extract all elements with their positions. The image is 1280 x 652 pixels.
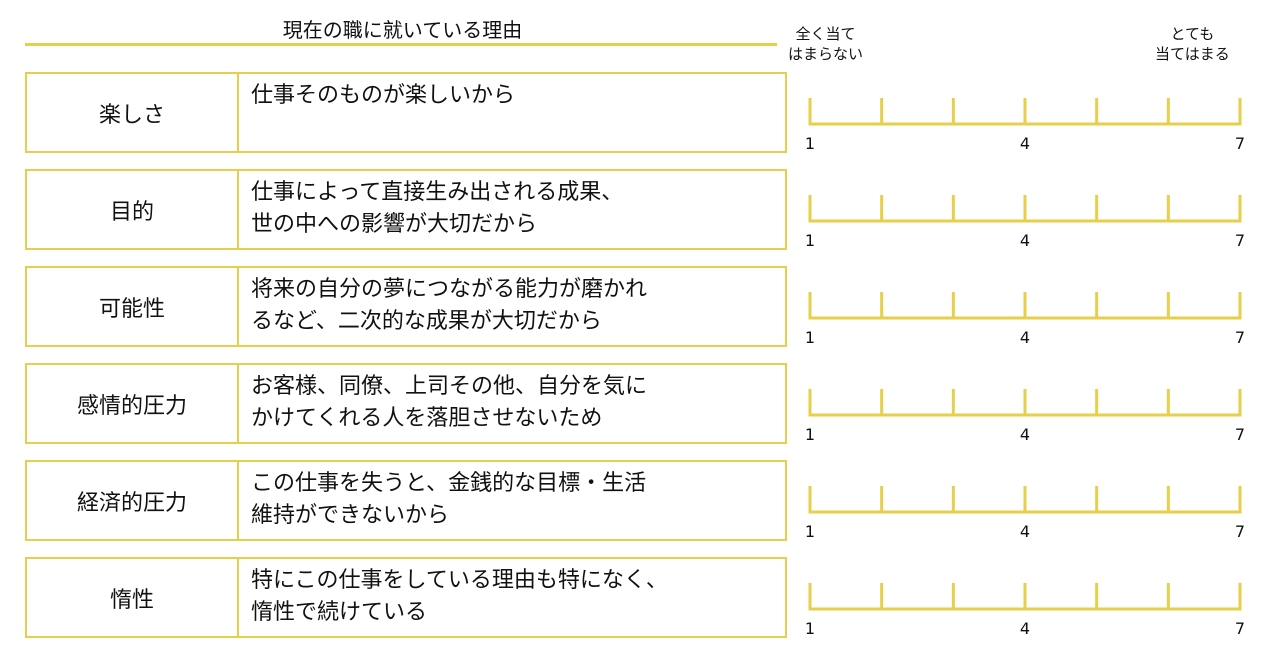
rating-scale[interactable]: 1 4 7 <box>800 94 1260 154</box>
rating-scale[interactable]: 1 4 7 <box>800 385 1260 445</box>
rating-scale[interactable]: 1 4 7 <box>800 288 1260 348</box>
reason-row: 楽しさ仕事そのものが楽しいから <box>25 72 787 153</box>
scale-number: 7 <box>1234 425 1246 444</box>
scale-low-line: 全く当て <box>795 25 856 43</box>
reason-description: お客様、同僚、上司その他、自分を気にかけてくれる人を落胆させないため <box>251 371 775 435</box>
scale-number: 1 <box>804 522 816 541</box>
scale-number: 7 <box>1234 134 1246 153</box>
scale-number: 7 <box>1234 619 1246 638</box>
description-line: 世の中への影響が大切だから <box>251 212 538 237</box>
reason-label: 感情的圧力 <box>27 365 239 442</box>
reason-label: 可能性 <box>27 268 239 345</box>
scale-number: 4 <box>1019 619 1031 638</box>
reason-description: この仕事を失うと、金銭的な目標・生活維持ができないから <box>251 468 775 532</box>
scale-number: 7 <box>1234 328 1246 347</box>
scale-number: 4 <box>1019 328 1031 347</box>
reason-description: 特にこの仕事をしている理由も特になく、惰性で続けている <box>251 565 775 629</box>
reason-label: 経済的圧力 <box>27 462 239 539</box>
scale-number: 7 <box>1234 231 1246 250</box>
scale-number: 1 <box>804 134 816 153</box>
description-line: かけてくれる人を落胆させないため <box>251 406 603 431</box>
page-title: 現在の職に就いている理由 <box>282 18 523 42</box>
reason-label: 惰性 <box>27 559 239 636</box>
reason-row: 惰性特にこの仕事をしている理由も特になく、惰性で続けている <box>25 557 787 638</box>
scale-high-line: とても <box>1170 25 1215 43</box>
scale-number: 4 <box>1019 231 1031 250</box>
description-line: 仕事そのものが楽しいから <box>251 83 516 108</box>
scale-number: 7 <box>1234 522 1246 541</box>
description-line: お客様、同僚、上司その他、自分を気に <box>251 374 648 399</box>
reason-row: 経済的圧力この仕事を失うと、金銭的な目標・生活維持ができないから <box>25 460 787 541</box>
scale-number: 1 <box>804 425 816 444</box>
scale-number: 1 <box>804 231 816 250</box>
scale-number: 1 <box>804 328 816 347</box>
description-line: るなど、二次的な成果が大切だから <box>251 309 602 334</box>
reason-description: 仕事そのものが楽しいから <box>251 80 775 112</box>
scale-number: 4 <box>1019 134 1031 153</box>
scale-number: 4 <box>1019 522 1031 541</box>
reason-label: 目的 <box>27 171 239 248</box>
description-line: 特にこの仕事をしている理由も特になく、 <box>251 568 668 593</box>
reason-row: 目的仕事によって直接生み出される成果、世の中への影響が大切だから <box>25 169 787 250</box>
scale-low-label: 全く当て はまらない <box>788 24 863 64</box>
description-line: 将来の自分の夢につながる能力が磨かれ <box>251 277 648 302</box>
description-line: 仕事によって直接生み出される成果、 <box>251 180 624 205</box>
description-line: この仕事を失うと、金銭的な目標・生活 <box>251 471 647 496</box>
title-underline <box>25 43 777 46</box>
reason-row: 可能性将来の自分の夢につながる能力が磨かれるなど、二次的な成果が大切だから <box>25 266 787 347</box>
rating-scale[interactable]: 1 4 7 <box>800 579 1260 639</box>
reason-description: 仕事によって直接生み出される成果、世の中への影響が大切だから <box>251 177 775 241</box>
reason-description: 将来の自分の夢につながる能力が磨かれるなど、二次的な成果が大切だから <box>251 274 775 338</box>
scale-low-line: はまらない <box>788 45 864 63</box>
description-line: 惰性で続けている <box>251 600 428 625</box>
scale-number: 4 <box>1019 425 1031 444</box>
reason-row: 感情的圧力お客様、同僚、上司その他、自分を気にかけてくれる人を落胆させないため <box>25 363 787 444</box>
description-line: 維持ができないから <box>251 503 450 528</box>
scale-number: 1 <box>804 619 816 638</box>
rating-scale[interactable]: 1 4 7 <box>800 191 1260 251</box>
reason-label: 楽しさ <box>27 74 239 151</box>
scale-high-line: 当てはまる <box>1155 45 1230 63</box>
scale-high-label: とても 当てはまる <box>1155 24 1230 64</box>
rating-scale[interactable]: 1 4 7 <box>800 482 1260 542</box>
